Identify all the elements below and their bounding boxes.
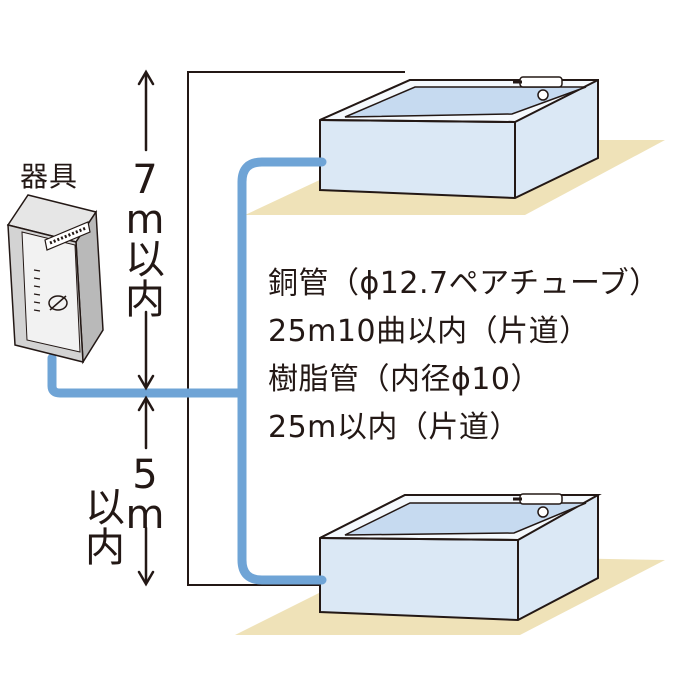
- resin-pipe-spec: 樹脂管（内径ϕ10）: [268, 362, 541, 397]
- resin-pipe-limit: 25m以内（片道）: [268, 410, 520, 445]
- upper-dimension-arrow: [137, 69, 155, 391]
- water-heater-icon: [6, 194, 104, 365]
- upper-distance-label: 7 m 以 内: [120, 160, 170, 320]
- lower-distance-label: 5 m: [120, 455, 170, 535]
- upper-distance-unit: m: [125, 197, 165, 243]
- lower-distance-qualifier: 以 内: [80, 488, 130, 568]
- faucet-icon: [513, 493, 563, 518]
- copper-pipe-limit: 25m10曲以内（片道）: [268, 314, 590, 349]
- upper-bathtub: [319, 76, 599, 200]
- lower-distance-value: 5: [132, 452, 158, 498]
- height-reference-line: [187, 71, 405, 586]
- faucet-icon: [513, 76, 563, 101]
- lower-distance-qualifier-1: 以: [85, 485, 125, 531]
- lower-distance-unit: m: [125, 492, 165, 538]
- lower-dimension-arrow: [137, 395, 155, 587]
- lower-bathtub: [319, 493, 602, 622]
- device-label: 器具: [20, 160, 79, 193]
- upper-distance-value: 7: [132, 157, 158, 203]
- copper-pipe-spec: 銅管（ϕ12.7ペアチューブ）: [268, 266, 660, 301]
- upper-distance-qualifier-2: 内: [125, 277, 165, 323]
- upper-distance-qualifier-1: 以: [125, 237, 165, 283]
- lower-distance-qualifier-2: 内: [85, 525, 125, 571]
- pipe-route: [47, 157, 327, 585]
